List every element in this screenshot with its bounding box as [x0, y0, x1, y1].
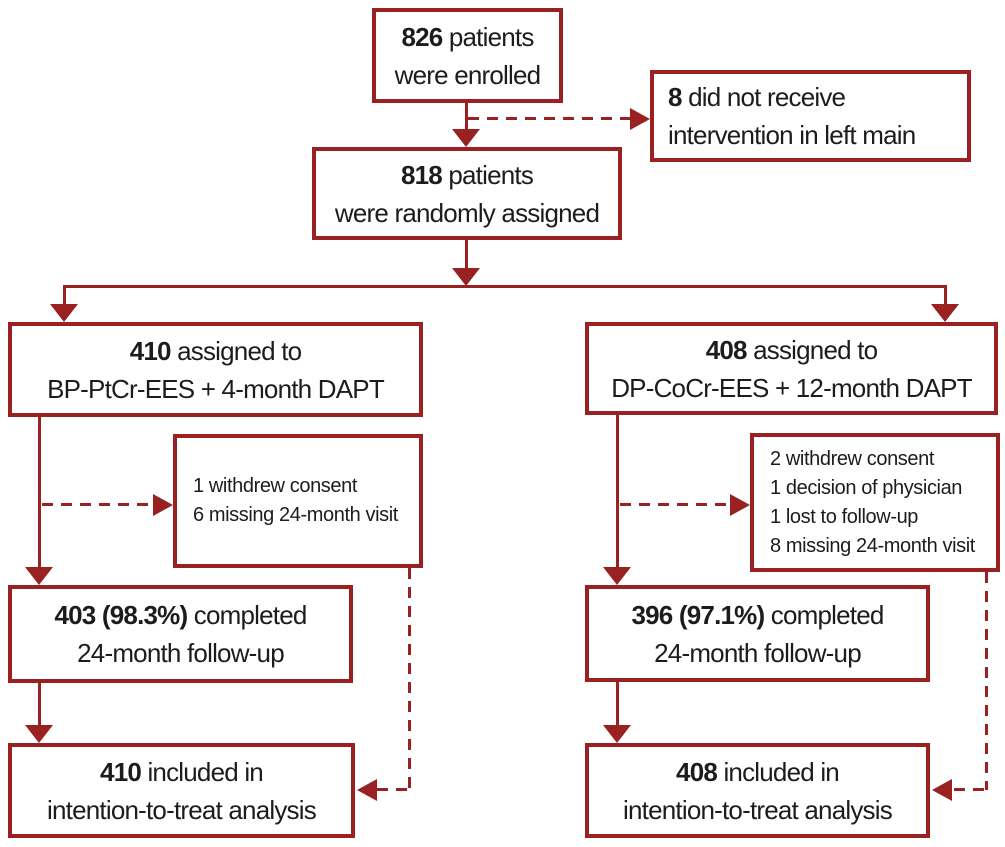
arrowhead-down-icon	[452, 268, 480, 286]
box-itt-right: 408 included in intention-to-treat analy…	[585, 743, 930, 838]
arrowhead-down-icon	[452, 129, 480, 147]
itt-left-line1: 410 included in	[12, 753, 351, 791]
not-received-line1-rest: did not receive	[681, 82, 846, 112]
arrowhead-right-icon	[153, 494, 173, 516]
arrowhead-left-icon	[357, 779, 377, 801]
box-completed-left: 403 (98.3%) completed 24-month follow-up	[8, 585, 353, 683]
completed-right-line1-rest: completed	[764, 599, 885, 630]
exclusion-item: 1 lost to follow-up	[770, 505, 919, 528]
itt-left-count: 410	[100, 756, 142, 787]
completed-left-line1: 403 (98.3%) completed	[12, 596, 349, 634]
itt-right-line1-rest: included in	[717, 756, 839, 787]
arrowhead-down-icon	[603, 725, 631, 743]
not-received-line2: intervention in left main	[668, 120, 916, 150]
completed-left-line2: 24-month follow-up	[77, 638, 285, 668]
exclusion-item: 2 withdrew consent	[770, 447, 935, 470]
box-exclusions-right: 2 withdrew consent 1 decision of physici…	[750, 433, 1000, 572]
connector-arm-left-to-exclusions-dashed	[42, 503, 153, 506]
arm-left-line1: 410 assigned to	[12, 332, 419, 370]
completed-left-line1-rest: completed	[187, 600, 308, 630]
randomized-line1: 818 patients	[316, 156, 618, 194]
arm-left-line1-rest: assigned to	[170, 335, 302, 366]
arrowhead-down-icon	[25, 567, 53, 585]
itt-right-count: 408	[676, 756, 718, 787]
arrowhead-down-icon	[25, 725, 53, 743]
enrolled-line1-rest: patients	[442, 21, 534, 52]
arrowhead-down-icon	[931, 304, 959, 322]
connector-split-left-line	[63, 285, 66, 306]
arm-left-count: 410	[129, 335, 172, 366]
box-exclusions-left: 1 withdrew consent 6 missing 24-month vi…	[173, 434, 423, 568]
box-enrolled: 826 patients were enrolled	[372, 8, 563, 103]
itt-right-line2: intention-to-treat analysis	[623, 794, 893, 825]
connector-enrolled-to-randomized-line	[465, 102, 468, 132]
connector-arm-right-to-exclusions-dashed	[620, 503, 730, 506]
box-completed-right: 396 (97.1%) completed 24-month follow-up	[585, 585, 930, 682]
arm-right-count: 408	[705, 334, 748, 365]
exclusion-item: 1 decision of physician	[770, 476, 963, 499]
randomized-line2: were randomly assigned	[334, 197, 600, 228]
connector-completed-left-to-itt-line	[38, 683, 41, 725]
completed-right-count: 396 (97.1%)	[631, 599, 765, 630]
connector-exclusions-right-to-itt-dashed-horizontal	[954, 788, 988, 791]
arrowhead-down-icon	[50, 304, 78, 322]
connector-exclusions-right-to-itt-dashed-vertical	[985, 572, 988, 790]
completed-right-line1: 396 (97.1%) completed	[589, 596, 926, 634]
arm-right-line1: 408 assigned to	[589, 331, 994, 369]
box-arm-left: 410 assigned to BP-PtCr-EES + 4-month DA…	[8, 322, 423, 417]
exclusion-item: 8 missing 24-month visit	[770, 534, 975, 557]
connector-randomized-to-split-line	[465, 240, 468, 271]
itt-left-line2: intention-to-treat analysis	[47, 794, 317, 825]
box-itt-left: 410 included in intention-to-treat analy…	[8, 743, 355, 838]
connector-exclusions-left-to-itt-dashed-vertical	[408, 568, 411, 790]
box-not-received-intervention: 8 did not receive intervention in left m…	[650, 70, 971, 162]
connector-completed-right-to-itt-line	[616, 682, 619, 725]
itt-left-line1-rest: included in	[141, 756, 263, 787]
connector-enrolled-to-not-received-dashed	[468, 117, 630, 120]
connector-split-horizontal-line	[63, 285, 947, 288]
connector-exclusions-left-to-itt-dashed-horizontal	[377, 788, 411, 791]
arm-right-line2: DP-CoCr-EES + 12-month DAPT	[611, 372, 972, 403]
not-received-count: 8	[668, 82, 682, 112]
box-randomized: 818 patients were randomly assigned	[312, 147, 622, 240]
arrowhead-down-icon	[603, 567, 631, 585]
exclusion-item: 1 withdrew consent	[193, 475, 358, 497]
exclusion-item: 6 missing 24-month visit	[193, 504, 398, 526]
box-arm-right: 408 assigned to DP-CoCr-EES + 12-month D…	[585, 322, 998, 415]
itt-right-line1: 408 included in	[589, 753, 926, 791]
not-received-line1: 8 did not receive	[668, 78, 963, 116]
arrowhead-right-icon	[730, 494, 750, 516]
randomized-count: 818	[400, 159, 443, 190]
completed-left-count: 403 (98.3%)	[54, 600, 188, 630]
randomized-line1-rest: patients	[441, 159, 534, 190]
enrolled-count: 826	[401, 21, 443, 52]
arrowhead-left-icon	[932, 779, 952, 801]
arrowhead-right-icon	[630, 108, 650, 130]
enrolled-line1: 826 patients	[376, 18, 559, 56]
connector-arm-left-to-completed-line	[38, 417, 41, 567]
connector-arm-right-to-completed-line	[616, 415, 619, 567]
arm-right-line1-rest: assigned to	[746, 334, 878, 365]
completed-right-line2: 24-month follow-up	[654, 637, 862, 668]
enrolled-line2: were enrolled	[394, 59, 542, 90]
arm-left-line2: BP-PtCr-EES + 4-month DAPT	[47, 373, 385, 404]
connector-split-right-line	[944, 285, 947, 306]
